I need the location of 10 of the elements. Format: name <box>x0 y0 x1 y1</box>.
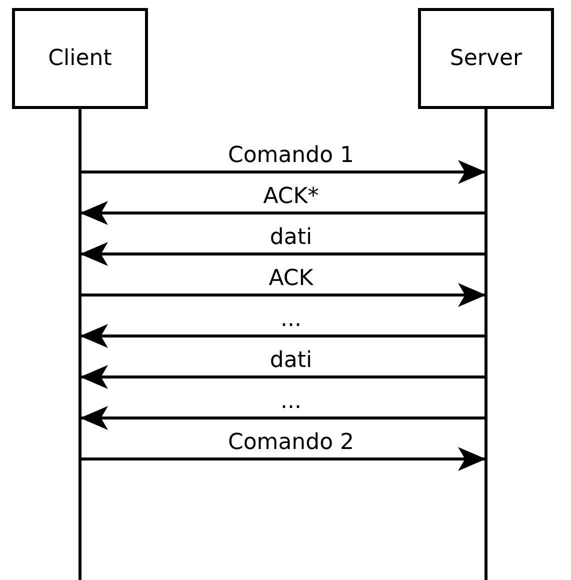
message-arrow <box>80 201 486 225</box>
message-arrow <box>80 447 486 471</box>
message-arrow <box>80 160 486 184</box>
message-arrow <box>80 365 486 389</box>
message-arrow <box>80 324 486 348</box>
message-arrow <box>80 242 486 266</box>
message-arrow <box>80 406 486 430</box>
participant-name: Server <box>450 46 522 71</box>
message-arrow <box>80 283 486 307</box>
participant-name: Client <box>48 46 112 71</box>
